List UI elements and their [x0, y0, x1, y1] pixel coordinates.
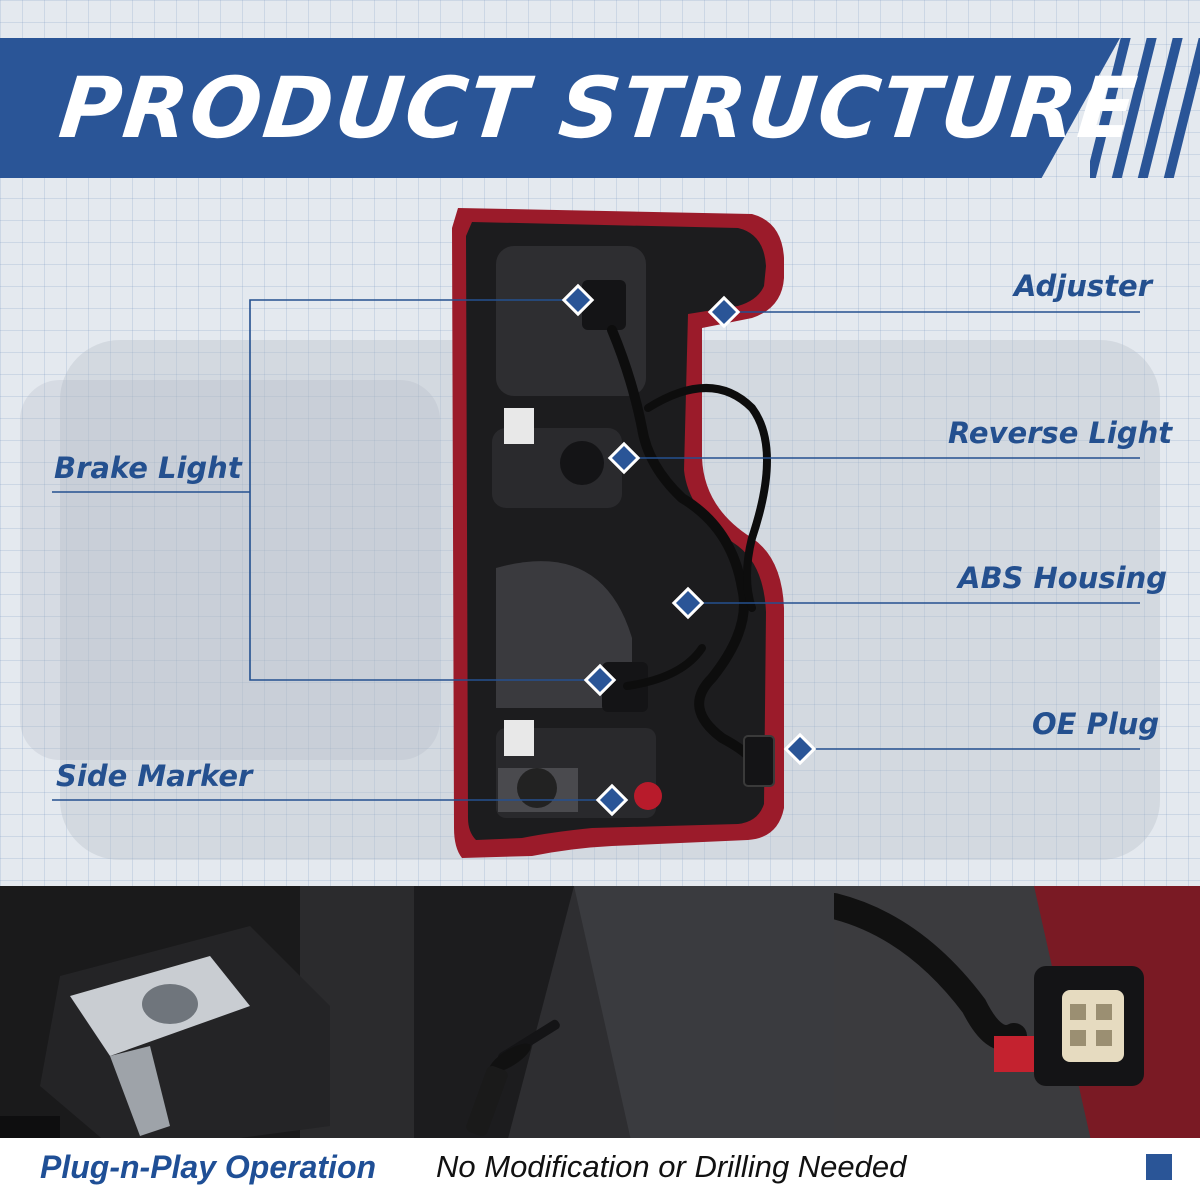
label-adjuster: Adjuster: [1014, 269, 1152, 303]
label-brake-light: Brake Light: [54, 451, 242, 485]
label-reverse-light: Reverse Light: [948, 416, 1173, 450]
oe-plug: [743, 735, 775, 787]
adjuster-bolt-photo: [414, 886, 834, 1154]
marker-brake-lower: [583, 663, 617, 697]
side-marker-bulb: [517, 768, 557, 808]
connector-plug-photo: [834, 886, 1200, 1154]
label-side-marker: Side Marker: [56, 759, 253, 793]
title-banner: [0, 38, 1120, 178]
brake-light-leader-line: [249, 299, 600, 681]
label-abs-housing: ABS Housing: [958, 561, 1167, 595]
reverse-socket: [560, 441, 604, 485]
top-socket: [582, 280, 626, 330]
footer-title: Plug-n-Play Operation: [40, 1149, 377, 1185]
marker-side-marker: [595, 783, 629, 817]
marker-adjuster: [707, 295, 741, 329]
wire-harness-2: [644, 384, 771, 612]
footer-square-mark: [1146, 1154, 1172, 1180]
vehicle-silhouette-background-left: [20, 380, 440, 760]
label-oe-plug: OE Plug: [1032, 707, 1160, 741]
detail-photo-strip: [0, 886, 1200, 1154]
oe-socket: [634, 782, 662, 810]
footer-bar: [0, 1138, 1200, 1200]
callout-lines: [52, 283, 1140, 817]
marker-oe-plug: [783, 732, 817, 766]
footer-description: No Modification or Drilling Needed: [436, 1149, 907, 1184]
bracket-clip-photo: [0, 886, 414, 1154]
marker-brake-upper: [561, 283, 595, 317]
upper-clip: [504, 408, 534, 444]
wire-harness-3: [623, 644, 706, 690]
lower-clip: [504, 720, 534, 756]
callout-markers: [561, 283, 817, 817]
marker-abs-housing: [671, 586, 705, 620]
marker-reverse-light: [607, 441, 641, 475]
wire-harness: [607, 325, 763, 773]
